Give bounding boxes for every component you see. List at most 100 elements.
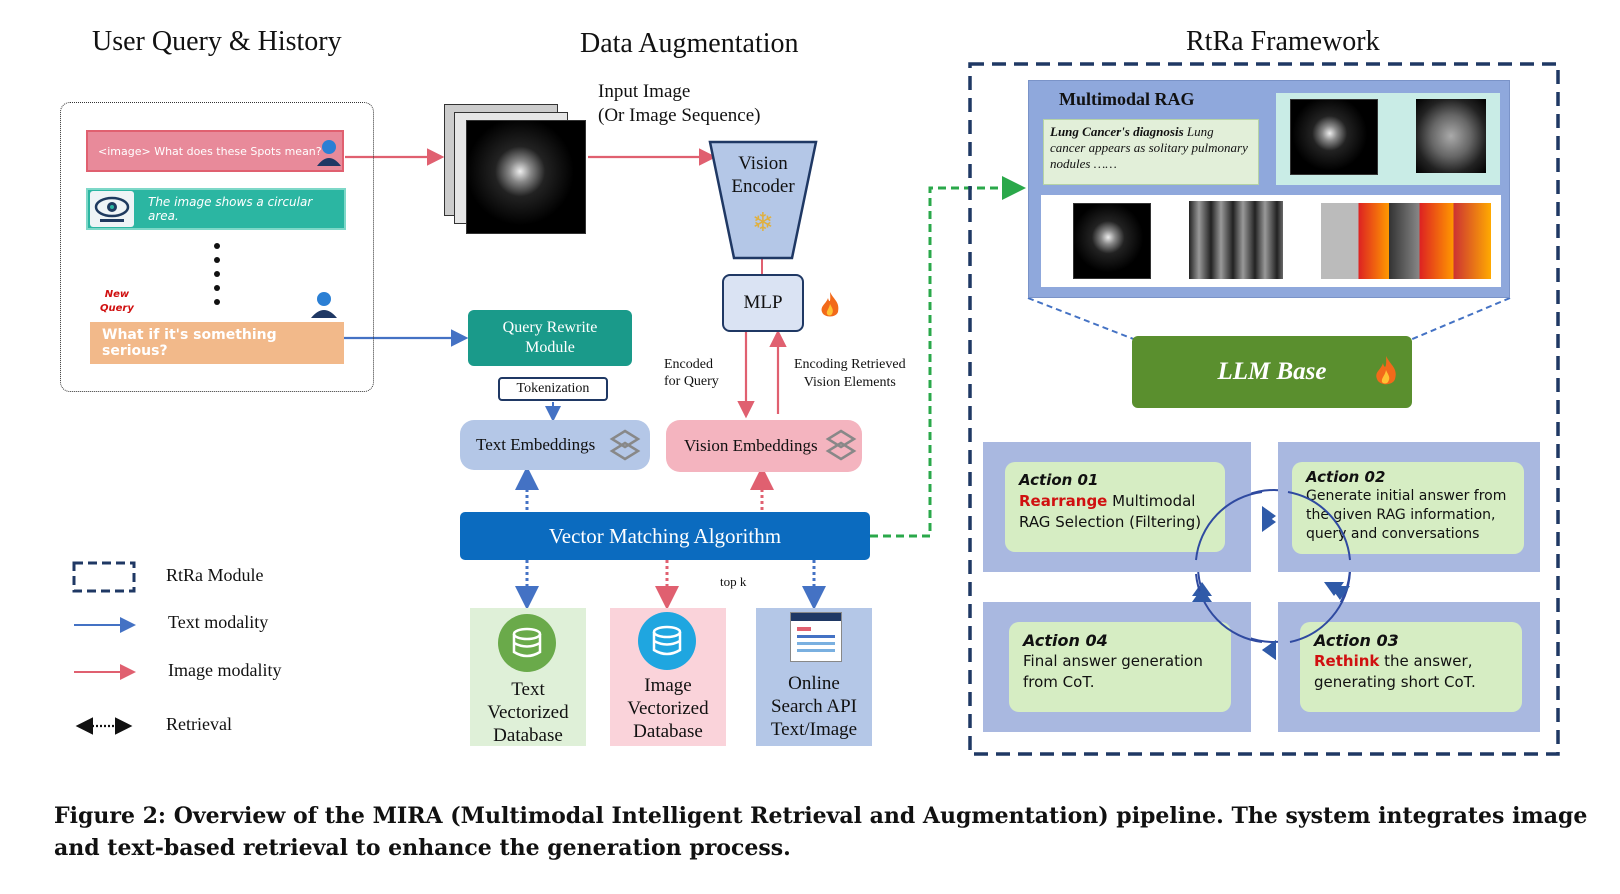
action-card-04: Action 04 Final answer generation from C…	[1009, 622, 1231, 712]
fire-icon	[1376, 356, 1396, 385]
action-01-title: Action 01	[1019, 471, 1099, 489]
online-db-label: Online Search API Text/Image	[756, 672, 872, 741]
new-query-tag-line1: New	[104, 289, 130, 300]
vector-matching-label: Vector Matching Algorithm	[548, 523, 782, 548]
caption-line1: Figure 2: Overview of the MIRA (Multimod…	[54, 803, 1588, 829]
legend-image-label: Image modality	[168, 660, 282, 680]
legend-text-label: Text modality	[168, 612, 269, 632]
q2-text: What if it's something serious?	[102, 327, 277, 359]
layers-icon	[609, 429, 641, 461]
cycle-arrow-4	[1192, 582, 1212, 596]
new-query-tag: New Query	[100, 288, 134, 316]
mlp-label: MLP	[743, 292, 783, 313]
rag-text-snippet: Lung Cancer's diagnosis Lung cancer appe…	[1043, 119, 1259, 185]
rag-mri-image	[1073, 203, 1151, 279]
legend-rtra-swatch	[72, 561, 136, 593]
action-01-text-a: Multimodal	[1107, 492, 1196, 510]
encoded-for-query-line2: for Query	[664, 374, 719, 389]
action-02-title: Action 02	[1306, 468, 1386, 486]
cycle-arrow-2	[1324, 582, 1344, 596]
text-vectorized-database: Text Vectorized Database	[470, 608, 586, 746]
caption-line2: and text-based retrieval to enhance the …	[54, 835, 791, 861]
action-04-text-a: Final answer generation	[1023, 652, 1203, 670]
figure-caption: Figure 2: Overview of the MIRA (Multimod…	[54, 800, 1594, 864]
fire-icon	[818, 290, 842, 320]
rag-image-row-1	[1276, 93, 1500, 185]
title-data-augmentation: Data Augmentation	[580, 28, 799, 59]
action-01-highlight: Rearrange	[1019, 492, 1108, 510]
vision-encoder-label: Vision Encoder	[708, 152, 818, 198]
input-mri-image	[466, 120, 586, 234]
action-panel-01: Action 01 Rearrange Multimodal RAG Selec…	[983, 442, 1251, 572]
text-embeddings-label: Text Embeddings	[476, 435, 596, 454]
llm-base-label: LLM Base	[1217, 358, 1327, 385]
vector-matching-algorithm: Vector Matching Algorithm	[460, 512, 870, 560]
image-db-line2: Vectorized	[627, 698, 709, 719]
action-panel-03: Action 03 Rethink the answer, generating…	[1278, 602, 1540, 732]
encoding-retrieved-line2: Vision Elements	[803, 375, 896, 390]
rag-llm-connector-right	[1409, 297, 1511, 341]
action-card-02: Action 02 Generate initial answer from t…	[1292, 462, 1524, 554]
user-icon	[316, 138, 342, 166]
online-db-line2: Search API	[770, 696, 857, 717]
title-user-query: User Query & History	[92, 26, 342, 57]
cycle-arrow-3	[1262, 640, 1276, 660]
arrow-vma-to-rag	[870, 176, 1026, 538]
vision-encoder: Vision Encoder ❄	[708, 140, 818, 260]
assistant-eye-icon	[90, 191, 134, 227]
mlp-block: MLP	[722, 274, 804, 332]
action-03-highlight: Rethink	[1314, 652, 1380, 670]
new-query-tag-line2: Query	[100, 303, 134, 314]
vision-embeddings-block: Vision Embeddings	[666, 420, 862, 472]
input-image-label: Input Image (Or Image Sequence)	[598, 80, 760, 128]
user-query-panel	[60, 102, 374, 392]
query-rewrite-line2: Module	[525, 339, 575, 356]
chat-message-q1: <image> What does these Spots mean?	[86, 130, 344, 172]
action-04-title: Action 04	[1023, 631, 1108, 650]
encoding-retrieved-line1: Encoding Retrieved	[794, 357, 906, 372]
q1-text: <image> What does these Spots mean?	[98, 144, 322, 158]
action-02-text-a: Generate initial answer from	[1306, 488, 1507, 504]
layers-icon	[825, 429, 857, 461]
rag-llm-connector-left	[1027, 297, 1137, 341]
chat-message-q2: What if it's something serious?	[90, 322, 344, 364]
rag-brain-image	[1416, 99, 1486, 173]
action-03-text-a: the answer,	[1379, 652, 1473, 670]
vision-embeddings-label: Vision Embeddings	[684, 436, 818, 455]
online-search-api: Online Search API Text/Image	[756, 608, 872, 746]
image-db-line3: Database	[633, 721, 703, 742]
rtra-frame	[968, 62, 1560, 756]
database-icon	[638, 612, 696, 670]
action-03-text-b: generating short CoT.	[1314, 673, 1476, 691]
browser-icon	[790, 612, 842, 662]
text-db-line2: Vectorized	[487, 702, 569, 723]
online-db-line1: Online	[788, 673, 840, 694]
action-03-title: Action 03	[1314, 631, 1399, 650]
text-embeddings-block: Text Embeddings	[460, 420, 650, 470]
rag-image-row-2	[1041, 195, 1501, 287]
image-db-line1: Image	[644, 675, 692, 696]
cycle-arrow-1	[1262, 512, 1276, 532]
history-ellipsis	[214, 242, 220, 308]
query-rewrite-line1: Query Rewrite	[502, 319, 598, 336]
user-icon	[310, 290, 338, 318]
a1-text: The image shows a circular area.	[148, 195, 313, 223]
query-rewrite-module: Query Rewrite Module	[468, 310, 632, 366]
action-panel-02: Action 02 Generate initial answer from t…	[1278, 442, 1540, 572]
top-k-label: top k	[720, 574, 747, 589]
input-image-label-line2: (Or Image Sequence)	[598, 105, 761, 126]
online-db-line3: Text/Image	[770, 719, 858, 740]
encoded-for-query-line1: Encoded	[664, 357, 713, 372]
rag-mri-image	[1290, 99, 1378, 175]
llm-base: LLM Base	[1132, 336, 1412, 408]
tokenization-block: Tokenization	[498, 377, 608, 401]
rag-text-rest: Lung cancer appears as solitary pulmonar…	[1050, 124, 1248, 171]
title-rtra-framework: RtRa Framework	[1186, 26, 1380, 57]
action-panel-04: Action 04 Final answer generation from C…	[983, 602, 1251, 732]
legend-rtra-label: RtRa Module	[166, 565, 264, 585]
encoded-for-query-label: Encoded for Query	[664, 356, 719, 390]
action-02-text-b: the given RAG information, query and con…	[1306, 507, 1496, 542]
action-04-text-b: from CoT.	[1023, 673, 1095, 691]
multimodal-rag-title: Multimodal RAG	[1059, 89, 1195, 109]
input-image-label-line1: Input Image	[598, 81, 691, 102]
